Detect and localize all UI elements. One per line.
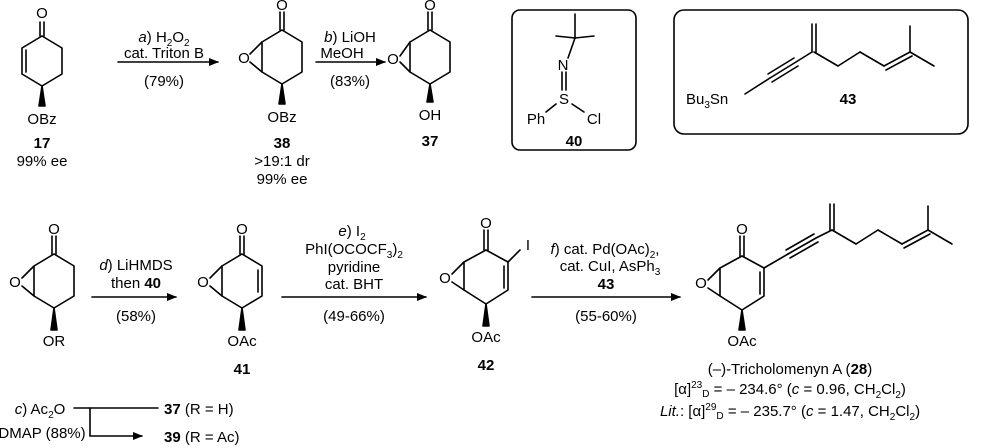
compound-42-structure	[451, 229, 521, 327]
epoxide-o-41: O	[197, 274, 209, 291]
compound-38-structure	[249, 11, 303, 105]
atom-s-40: S	[559, 91, 569, 108]
step-b-line2: MeOH	[320, 45, 363, 62]
substituent-41: OAc	[227, 333, 257, 350]
phenyl-40: Ph	[527, 111, 545, 128]
compound-28-structure	[707, 203, 953, 331]
step-a-yield: (79%)	[144, 73, 184, 90]
compound-43-structure	[744, 23, 935, 95]
step-d-conditions: d) LiHMDS	[99, 257, 172, 274]
epoxide-o-sm: O	[9, 274, 21, 291]
step-e-line3: pyridine	[328, 259, 381, 276]
epoxide-o-28: O	[695, 275, 707, 292]
ee-17: 99% ee	[17, 153, 68, 170]
dr-38: >19:1 dr	[254, 153, 309, 170]
substituent-38: OBz	[267, 109, 296, 126]
reagent-43-box	[673, 9, 969, 135]
reagent-40-box	[511, 9, 637, 151]
compound-number-42: 42	[478, 357, 495, 374]
label-37: 37 (R = H)	[164, 401, 234, 418]
compound-number-40: 40	[566, 133, 583, 150]
compound-number-38: 38	[274, 135, 291, 152]
epoxide-o-42: O	[439, 270, 451, 287]
substituent-28: OAc	[727, 333, 757, 350]
step-f-line3: 43	[598, 276, 615, 293]
compound-41-structure	[209, 235, 263, 331]
compound-37-39-structure	[21, 235, 75, 331]
compound-40-structure	[545, 13, 595, 113]
stannyl-43: Bu3Sn	[686, 91, 728, 111]
label-39: 39 (R = Ac)	[164, 429, 239, 446]
step-e-line2: PhI(OCOCF3)2	[305, 241, 403, 261]
step-b-yield: (83%)	[330, 73, 370, 90]
step-c-conditions: c) Ac2O	[15, 401, 66, 421]
step-d-line2: then 40	[111, 275, 161, 292]
step-e-yield: (49-66%)	[323, 308, 385, 325]
compound-number-43: 43	[840, 91, 857, 108]
step-d-yield: (58%)	[116, 308, 156, 325]
carbonyl-o-41: O	[236, 221, 248, 238]
compound-number-37: 37	[422, 133, 439, 150]
compound-number-17: 17	[34, 135, 51, 152]
carbonyl-o-sm: O	[48, 221, 60, 238]
step-f-conditions: f) cat. Pd(OAc)2,	[551, 241, 660, 261]
iodo-42: I	[526, 237, 530, 254]
step-b-conditions: b) LiOH	[324, 29, 376, 46]
compound-name-28: (–)-Tricholomenyn A (28)	[708, 361, 873, 378]
chloro-40: Cl	[587, 111, 601, 128]
substituent-sm: OR	[43, 333, 66, 350]
step-a-conditions: a) H2O2	[138, 29, 190, 49]
step-f-line2: cat. CuI, AsPh3	[560, 258, 661, 278]
substituent-37: OH	[419, 107, 442, 124]
substituent-17: OBz	[27, 111, 56, 128]
carbonyl-o-28: O	[736, 221, 748, 238]
epoxide-o-38: O	[238, 50, 250, 67]
arrow-step-c	[73, 407, 143, 440]
step-a-line2: cat. Triton B	[124, 45, 204, 62]
epoxide-o-37: O	[387, 51, 399, 68]
literature-rotation-28: Lit.: [α]29D = – 235.7° (c = 1.47, CH2Cl…	[660, 402, 920, 423]
ee-38: 99% ee	[257, 171, 308, 188]
carbonyl-o-42: O	[480, 215, 492, 232]
optical-rotation-28: [α]23D = – 234.6° (c = 0.96, CH2Cl2)	[674, 380, 906, 401]
substituent-42: OAc	[471, 329, 501, 346]
compound-number-41: 41	[234, 361, 251, 378]
step-e-conditions: e) I2	[338, 223, 366, 243]
step-f-yield: (55-60%)	[575, 308, 637, 325]
carbonyl-o-17: O	[36, 5, 48, 22]
step-e-line4: cat. BHT	[325, 276, 383, 293]
compound-17-structure	[21, 21, 63, 107]
atom-n-40: N	[558, 57, 569, 74]
compound-37-structure	[399, 11, 451, 103]
carbonyl-o-37: O	[424, 0, 436, 14]
step-c-line2: DMAP (88%)	[0, 425, 86, 442]
carbonyl-o-38: O	[276, 0, 288, 14]
